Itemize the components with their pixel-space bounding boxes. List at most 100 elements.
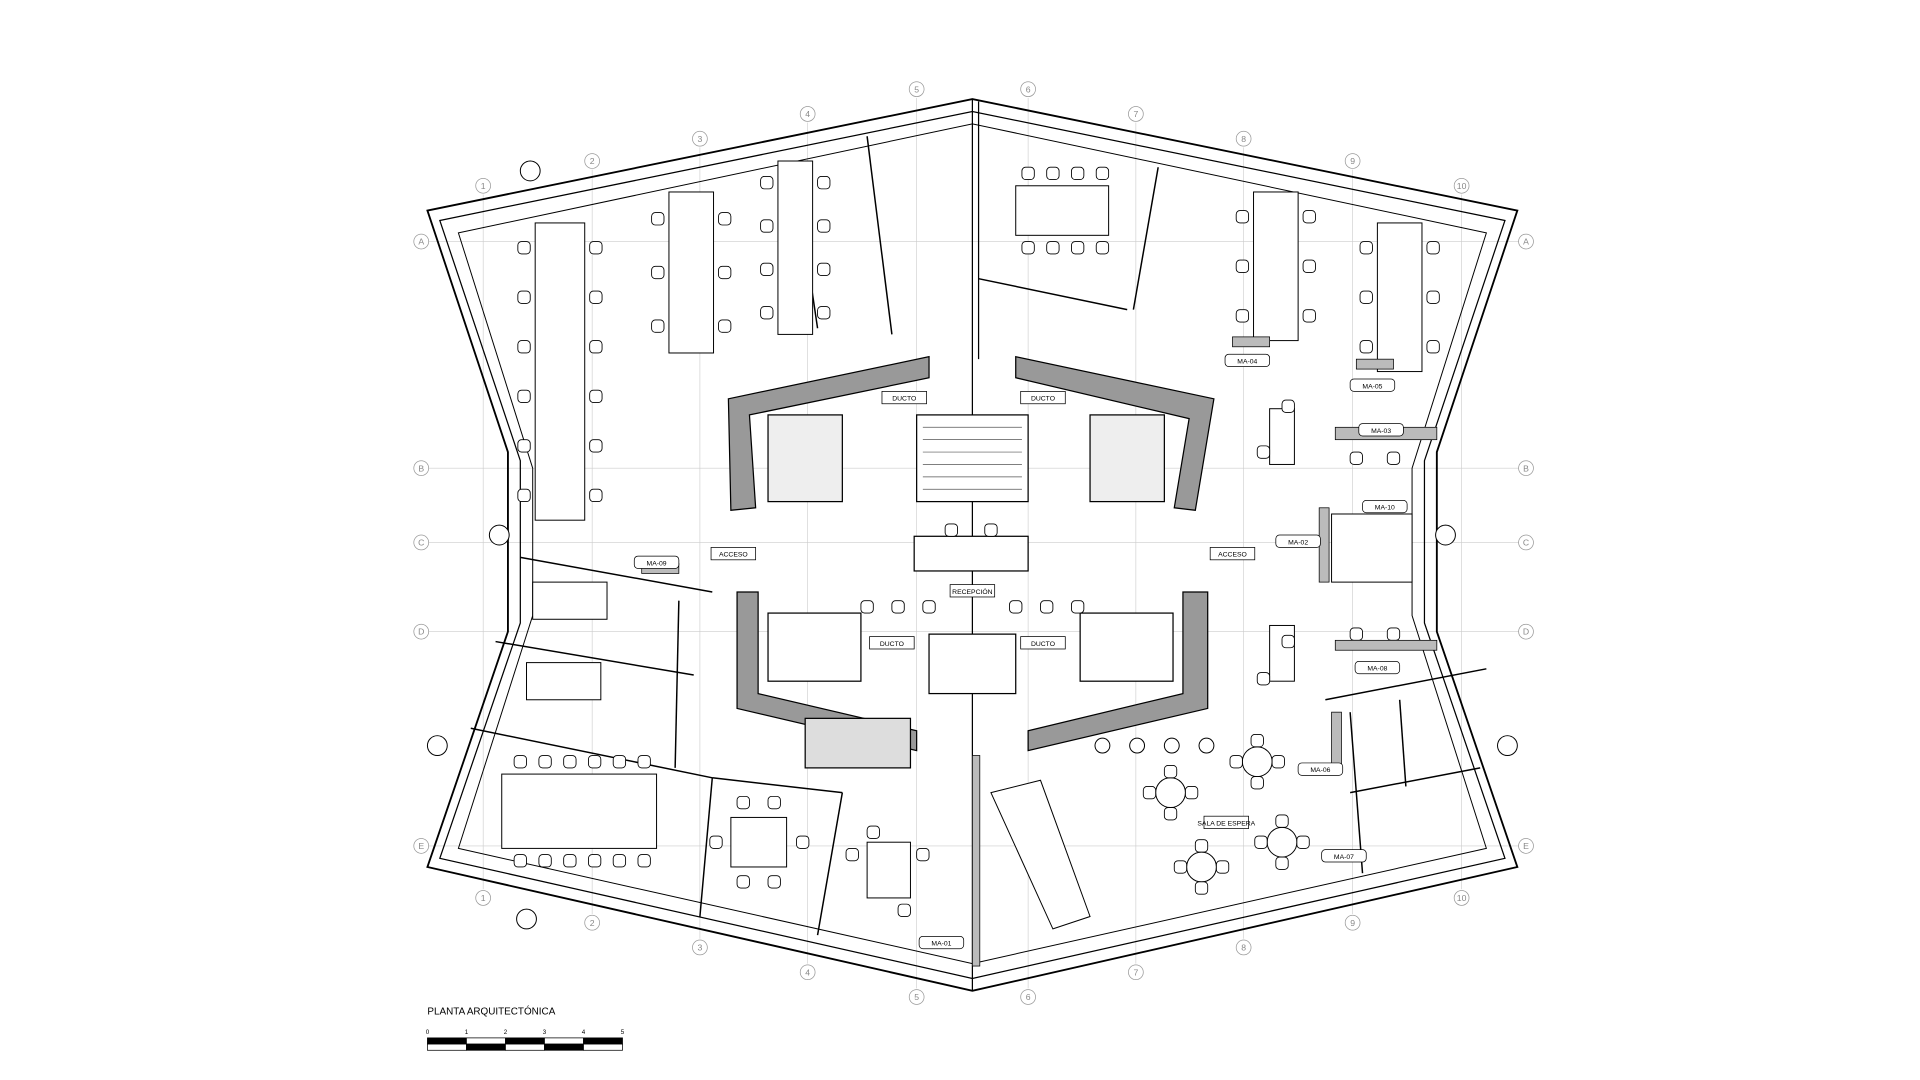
chair bbox=[1302, 309, 1316, 323]
chair bbox=[1194, 839, 1209, 853]
chair bbox=[845, 847, 859, 862]
grid-column-bubble bbox=[584, 914, 600, 931]
chair bbox=[1173, 860, 1188, 874]
scale-tick-label: 3 bbox=[543, 1029, 547, 1036]
chair bbox=[1386, 627, 1401, 641]
chair bbox=[1095, 166, 1110, 181]
chair bbox=[517, 241, 531, 255]
chair bbox=[922, 600, 936, 614]
section-markers bbox=[426, 160, 1518, 930]
grid-column-label: 6 bbox=[1026, 84, 1031, 94]
chair bbox=[1256, 672, 1271, 686]
chair bbox=[1095, 241, 1110, 255]
chair bbox=[1046, 166, 1060, 181]
room-label-ma-03: MA-03 bbox=[1371, 428, 1391, 435]
chair bbox=[1021, 166, 1035, 181]
chair bbox=[589, 439, 603, 453]
grid-column-label: 4 bbox=[805, 967, 810, 977]
grid-column-label: 5 bbox=[914, 84, 919, 94]
grid-column-bubble bbox=[584, 153, 600, 169]
grid-column-bubble bbox=[1235, 130, 1252, 147]
grid-column-label: 2 bbox=[590, 156, 595, 166]
chair bbox=[1142, 786, 1157, 800]
room-label-ma-06: MA-06 bbox=[1310, 767, 1330, 774]
chair bbox=[1163, 807, 1178, 821]
grid-row-bubble bbox=[1518, 838, 1534, 854]
chair bbox=[1349, 627, 1363, 641]
scale-tick-label: 2 bbox=[504, 1029, 508, 1036]
grid-row-bubble bbox=[413, 233, 430, 250]
grid-row-bubble bbox=[1518, 233, 1534, 250]
grid-row-label: B bbox=[1523, 463, 1529, 473]
chair bbox=[1275, 814, 1289, 828]
grid-column-label: 4 bbox=[805, 109, 810, 119]
chair bbox=[1215, 860, 1230, 874]
round-table bbox=[1155, 777, 1186, 809]
grid-row-label: D bbox=[418, 627, 424, 637]
grid-row-label: B bbox=[418, 463, 424, 473]
chair bbox=[736, 875, 750, 889]
grid-column-label: 10 bbox=[1457, 181, 1467, 191]
chair bbox=[709, 835, 723, 849]
desk bbox=[534, 222, 586, 521]
chair bbox=[589, 340, 603, 354]
grid-column-label: 8 bbox=[1241, 943, 1246, 953]
chair bbox=[517, 290, 531, 304]
desk bbox=[1253, 191, 1299, 342]
chair bbox=[1426, 340, 1440, 354]
grid-column-label: 9 bbox=[1350, 156, 1355, 166]
chair bbox=[897, 903, 911, 917]
core-walls bbox=[727, 355, 1215, 769]
chair bbox=[563, 755, 577, 769]
chair bbox=[637, 755, 651, 769]
stool bbox=[1198, 737, 1215, 754]
desk bbox=[866, 841, 911, 899]
desk bbox=[1376, 222, 1423, 373]
chair bbox=[1302, 259, 1316, 273]
room-label-reception: RECEPCIÓN bbox=[952, 587, 993, 596]
scale-tick-label: 1 bbox=[465, 1029, 469, 1036]
room-label-duct-2: DUCTO bbox=[1031, 396, 1055, 403]
chair bbox=[1296, 835, 1310, 849]
round-table bbox=[1186, 851, 1217, 883]
desk bbox=[1269, 408, 1295, 465]
chair bbox=[517, 389, 531, 403]
chair bbox=[760, 306, 774, 320]
grid-column-bubble bbox=[1344, 914, 1361, 931]
grid-column-bubble bbox=[908, 989, 925, 1005]
chair bbox=[1426, 290, 1440, 304]
chair bbox=[1359, 290, 1373, 304]
scale-segment bbox=[427, 1037, 467, 1045]
desk bbox=[668, 191, 715, 354]
grid-column-bubble bbox=[1453, 890, 1470, 906]
chair bbox=[1256, 445, 1271, 459]
chair bbox=[944, 523, 958, 537]
furniture bbox=[501, 160, 1440, 930]
desk bbox=[730, 816, 788, 868]
grid-column-bubble bbox=[1344, 153, 1361, 169]
room-label-duct-4: DUCTO bbox=[1031, 641, 1055, 648]
chair bbox=[513, 755, 527, 769]
chair bbox=[1184, 786, 1199, 800]
chair bbox=[588, 755, 602, 769]
grid-row-label: C bbox=[418, 538, 424, 548]
grid-column-bubble bbox=[475, 890, 491, 906]
stool bbox=[1094, 737, 1111, 754]
scale-tick-label: 4 bbox=[582, 1029, 586, 1036]
scale-segment bbox=[466, 1037, 506, 1045]
grid-column-bubble bbox=[1020, 989, 1036, 1005]
chair bbox=[1386, 451, 1401, 465]
scale-segment bbox=[544, 1043, 584, 1051]
room-label-ma-01: MA-01 bbox=[931, 941, 951, 948]
chair bbox=[637, 854, 651, 868]
grid-column-label: 5 bbox=[914, 992, 919, 1002]
chair bbox=[1071, 241, 1085, 255]
room-label-ma-05: MA-05 bbox=[1362, 383, 1382, 390]
grid-column-label: 7 bbox=[1133, 109, 1138, 119]
grid-column-bubble bbox=[908, 81, 925, 97]
chair bbox=[1250, 776, 1264, 790]
